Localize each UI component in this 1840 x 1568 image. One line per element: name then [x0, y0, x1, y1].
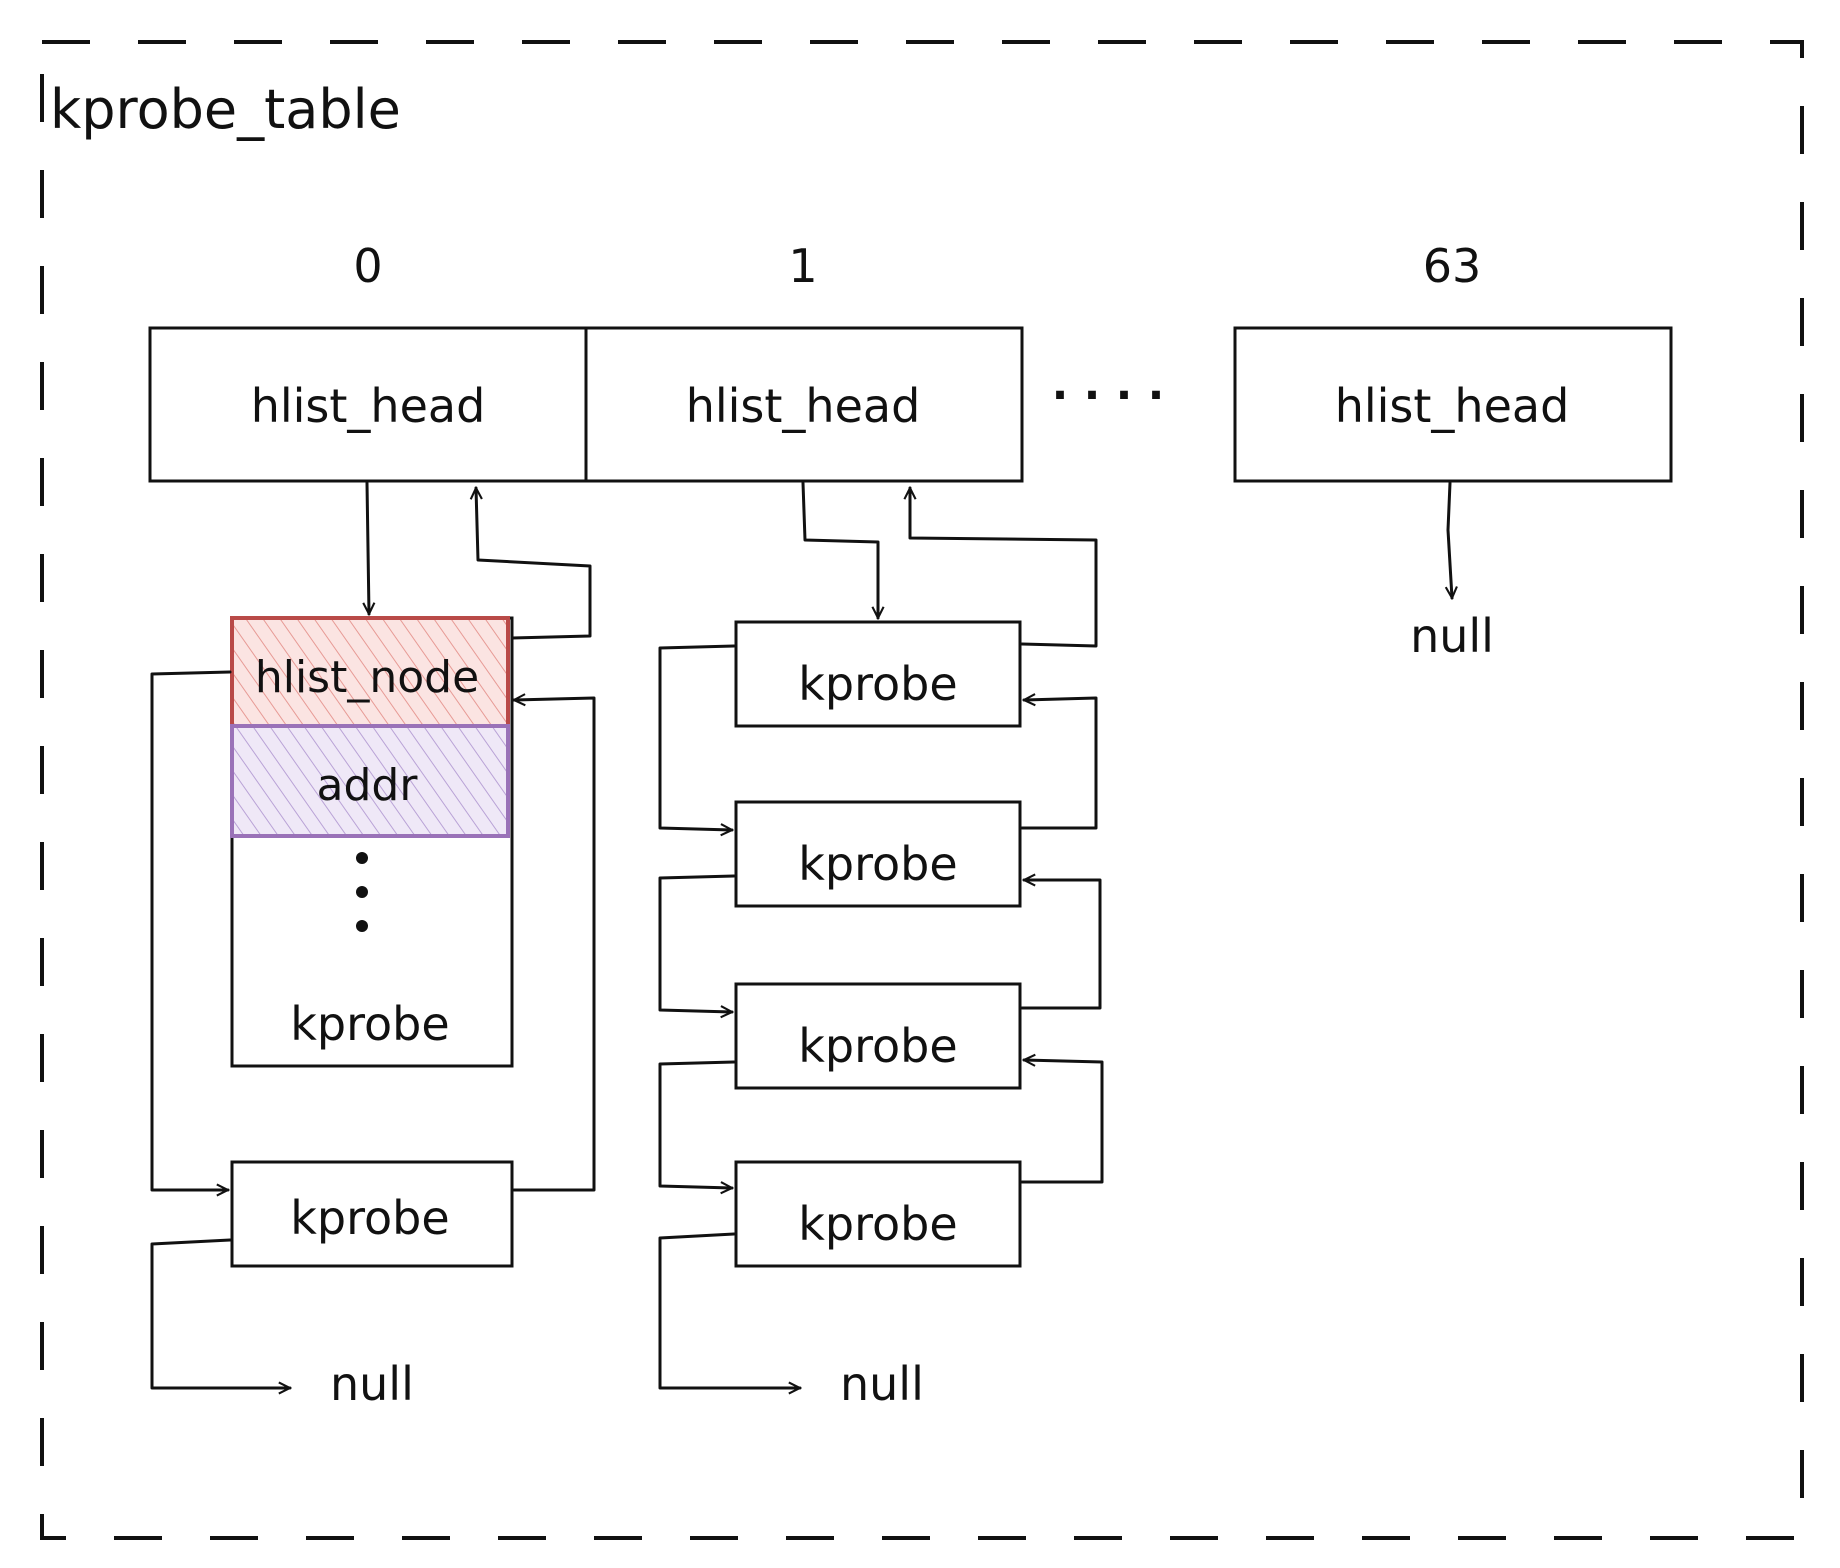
bucket-1-kprobe-1-label: kprobe: [798, 657, 957, 711]
bucket-1-kprobe-1: kprobe: [734, 620, 1022, 728]
bucket-1-kprobe-3-label: kprobe: [798, 1019, 957, 1073]
bucket-1-head: hlist_head: [584, 326, 1024, 483]
bucket-1-null: null: [840, 1357, 924, 1411]
bucket-63-head: hlist_head: [1233, 326, 1673, 483]
bucket-ellipsis: · · · ·: [1052, 370, 1165, 421]
b0-head-to-node-arrow: [367, 481, 369, 614]
addr-field: [230, 724, 510, 838]
bucket-1-kprobe-2: kprobe: [734, 800, 1022, 908]
b1-k3-next-k4-arrow: [658, 1060, 736, 1188]
b1-kprobe1-pprev-arrow: [910, 486, 1098, 648]
b0-kprobe2-pprev-arrow: [514, 698, 596, 1192]
b0-node-next-arrow: [150, 670, 232, 1190]
frame-title: kprobe_table: [50, 78, 401, 141]
bucket-1-kprobe-3: kprobe: [734, 982, 1022, 1090]
b1-k4-pprev-k3-arrow: [1020, 1060, 1104, 1184]
b0-node-pprev-arrow: [476, 488, 592, 640]
b0-kprobe2-next-null-arrow: [150, 1238, 292, 1388]
bucket-index-63: 63: [1423, 239, 1482, 293]
bucket-1-arrows: [658, 481, 1104, 1388]
b63-head-to-null-arrow: [1448, 481, 1452, 598]
vertical-ellipsis-icon: [356, 852, 368, 932]
bucket-1-kprobe-4-label: kprobe: [798, 1197, 957, 1251]
bucket-0-null: null: [330, 1357, 414, 1411]
b1-k4-next-null-arrow: [658, 1232, 802, 1388]
kprobe-table-frame: [40, 40, 1804, 1540]
bucket-0-expanded-kprobe: hlist_node addr kprobe: [230, 616, 514, 1068]
bucket-63-null: null: [1410, 609, 1494, 663]
bucket-1-label: hlist_head: [686, 379, 921, 433]
bucket-index-0: 0: [353, 239, 382, 293]
bucket-index-1: 1: [788, 239, 817, 293]
bucket-1-kprobe-4: kprobe: [734, 1160, 1022, 1268]
b1-k3-pprev-k2-arrow: [1020, 880, 1102, 1010]
b1-k2-next-k3-arrow: [658, 874, 736, 1012]
b1-k2-pprev-k1-arrow: [1020, 698, 1098, 830]
bucket-0-head: hlist_head: [148, 326, 588, 483]
bucket-0-kprobe-2: kprobe: [230, 1160, 514, 1268]
bucket-0-label: hlist_head: [251, 379, 486, 433]
bucket-0-kprobe-2-label: kprobe: [290, 1191, 449, 1245]
hlist-node-label: hlist_node: [255, 652, 479, 703]
bucket-0-arrows: [150, 481, 596, 1388]
bucket-63-label: hlist_head: [1335, 379, 1570, 433]
bucket-1-kprobe-2-label: kprobe: [798, 837, 957, 891]
addr-label: addr: [317, 760, 419, 811]
b1-head-to-kprobe1-arrow: [801, 481, 878, 620]
expanded-kprobe-label: kprobe: [290, 997, 449, 1051]
b1-k1-next-k2-arrow: [658, 644, 736, 830]
